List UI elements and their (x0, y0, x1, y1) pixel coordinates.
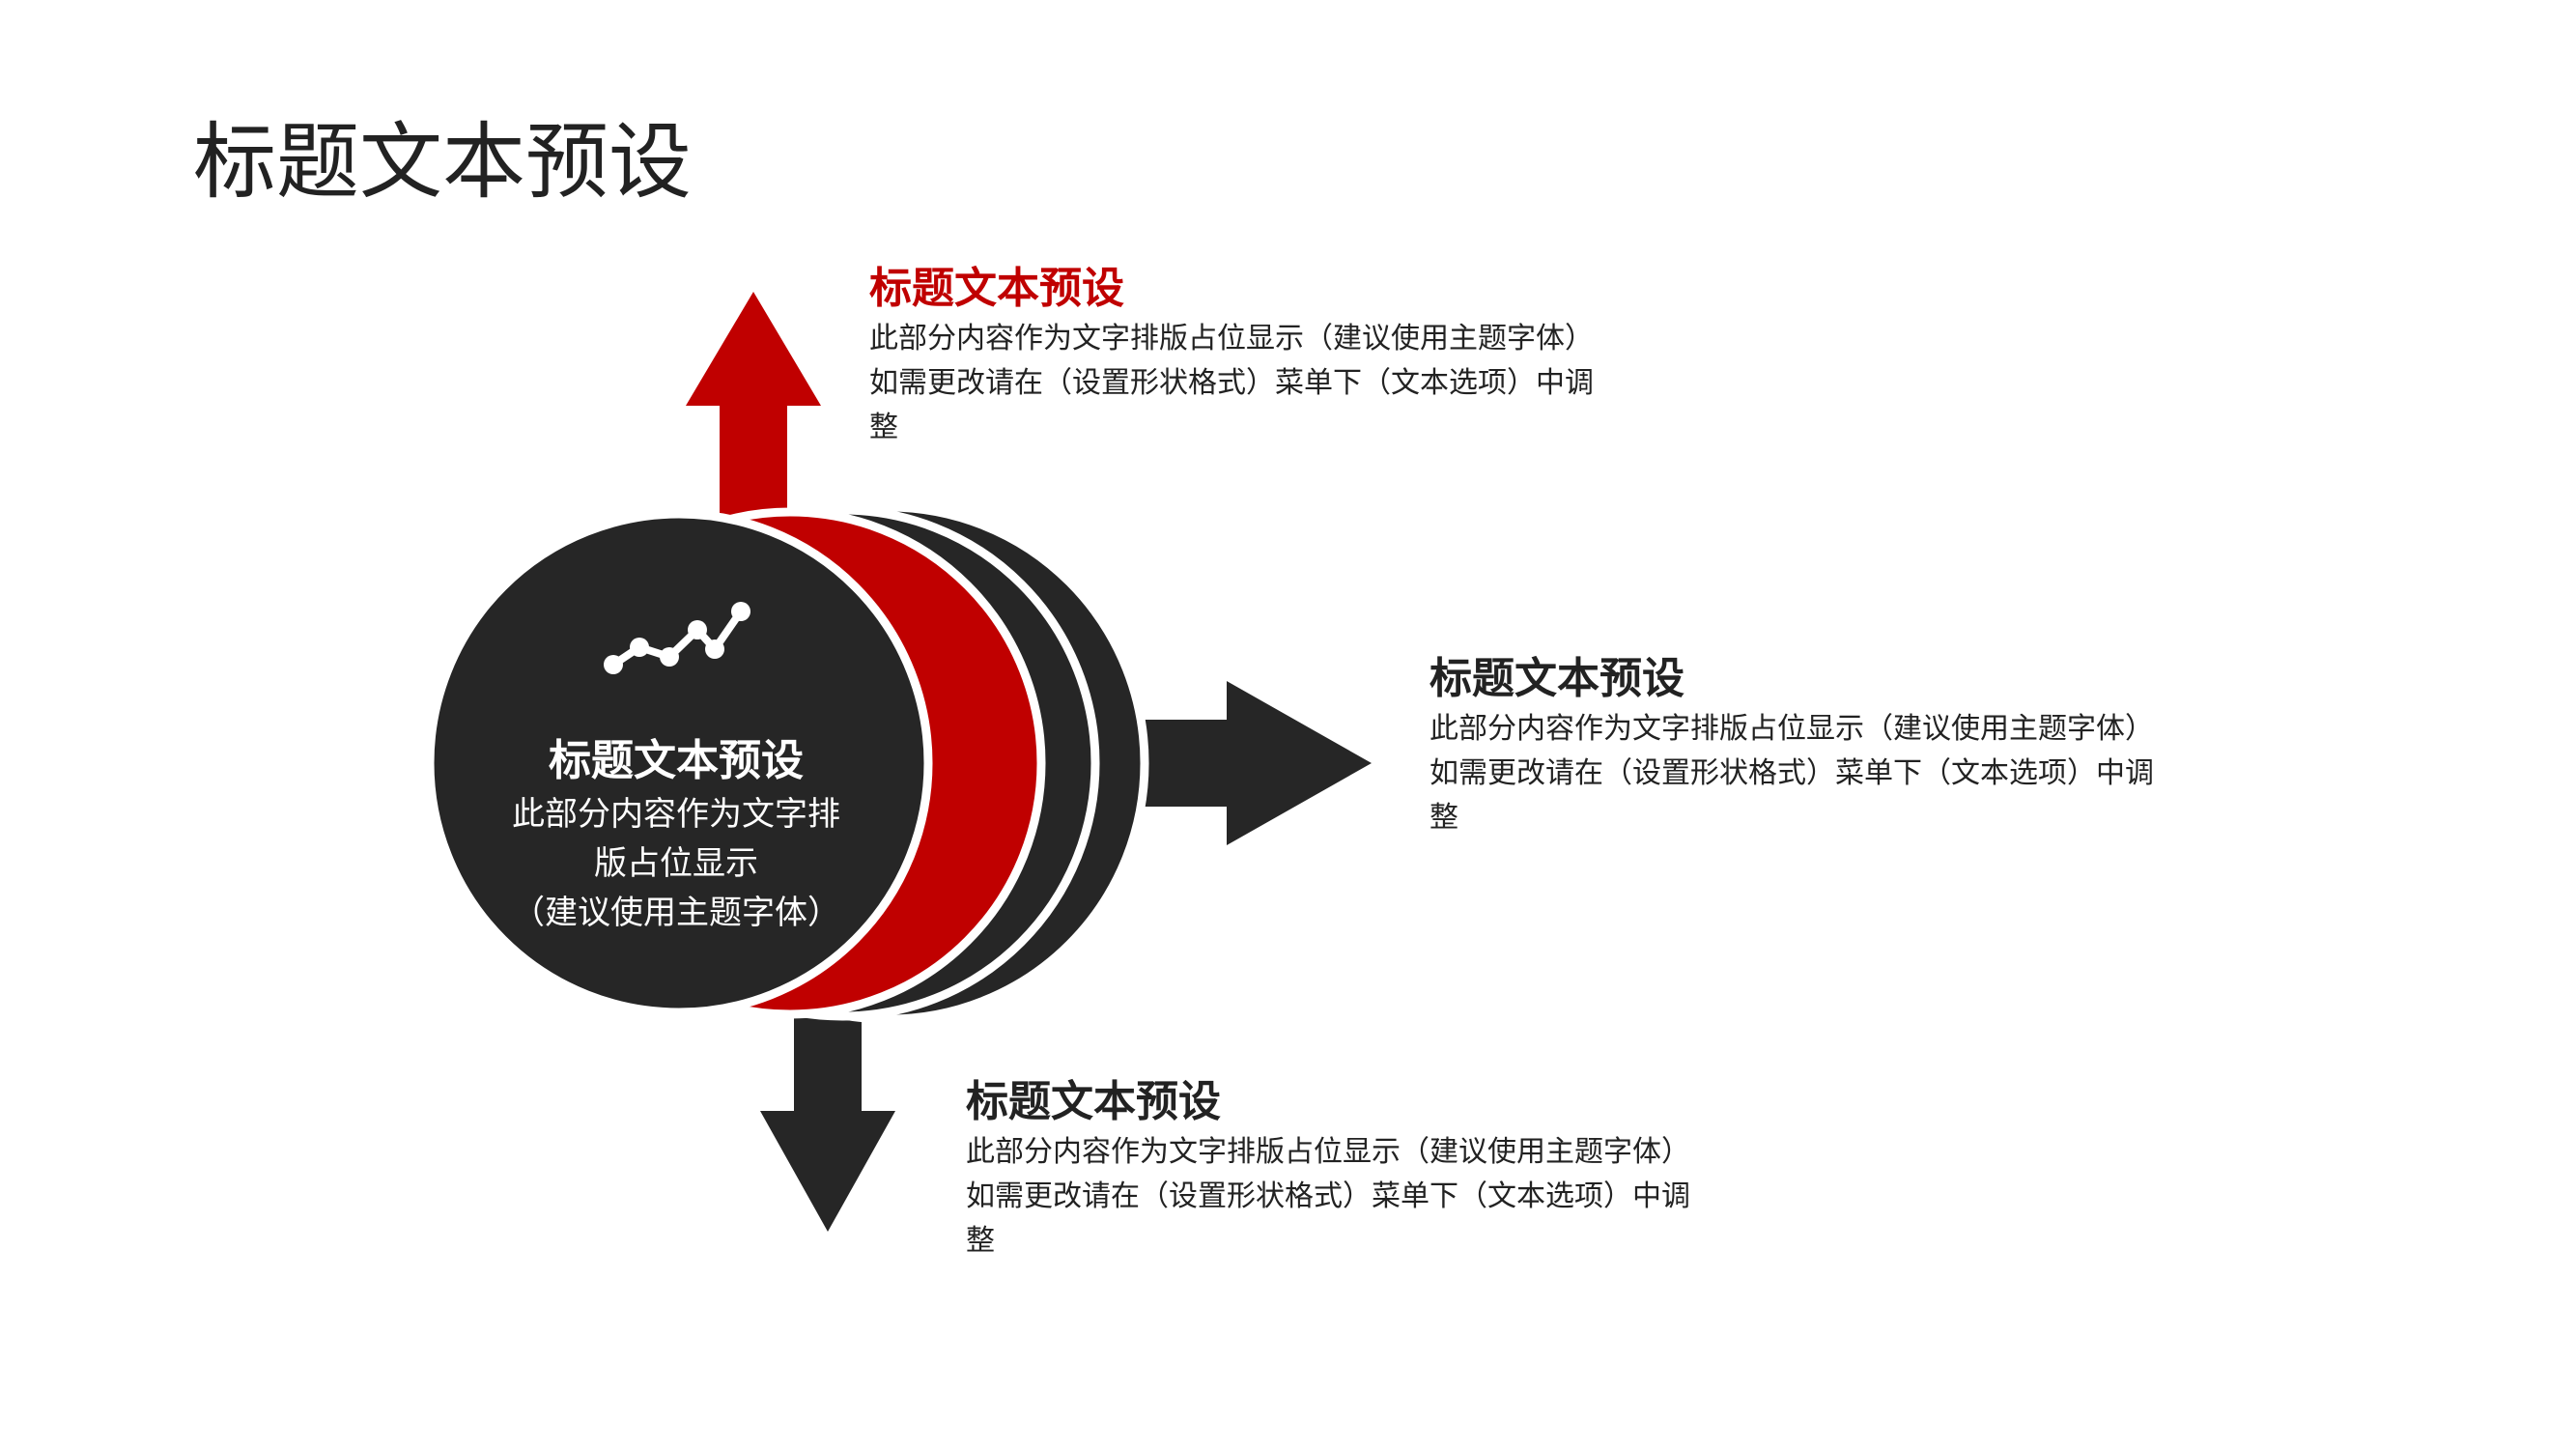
block-right-line1: 此部分内容作为文字排版占位显示（建议使用主题字体） (1430, 712, 2154, 746)
disc-front (425, 509, 933, 1017)
text-block-bottom: 标题文本预设 此部分内容作为文字排版占位显示（建议使用主题字体） 如需更改请在（… (966, 1074, 1729, 1264)
block-top-line2: 如需更改请在（设置形状格式）菜单下（文本选项）中调 (869, 366, 1594, 400)
block-top-title: 标题文本预设 (869, 264, 1124, 313)
center-body-line3: （建议使用主题字体） (512, 894, 840, 932)
block-bottom-line2: 如需更改请在（设置形状格式）菜单下（文本选项）中调 (966, 1179, 1690, 1213)
block-bottom-line1: 此部分内容作为文字排版占位显示（建议使用主题字体） (966, 1135, 1690, 1169)
block-right-line3: 整 (1430, 801, 1458, 835)
page-title: 标题文本预设 (193, 114, 692, 211)
up-arrow (686, 292, 821, 526)
block-bottom-title: 标题文本预设 (966, 1077, 1221, 1126)
center-text: 标题文本预设 此部分内容作为文字排 版占位显示 （建议使用主题字体） (493, 732, 860, 938)
line-chart-icon (604, 602, 750, 674)
center-body-line2: 版占位显示 (594, 844, 758, 883)
center-body-line1: 此部分内容作为文字排 (512, 795, 840, 834)
text-block-right: 标题文本预设 此部分内容作为文字排版占位显示（建议使用主题字体） 如需更改请在（… (1430, 651, 2193, 840)
block-bottom-line3: 整 (966, 1224, 995, 1258)
text-block-top: 标题文本预设 此部分内容作为文字排版占位显示（建议使用主题字体） 如需更改请在（… (869, 261, 1632, 450)
right-arrow (1082, 681, 1372, 845)
block-top-line1: 此部分内容作为文字排版占位显示（建议使用主题字体） (869, 322, 1594, 355)
center-title: 标题文本预设 (549, 736, 804, 785)
block-top-line3: 整 (869, 411, 898, 444)
block-right-title: 标题文本预设 (1430, 654, 1684, 703)
down-arrow (760, 966, 895, 1232)
block-right-line2: 如需更改请在（设置形状格式）菜单下（文本选项）中调 (1430, 756, 2154, 790)
